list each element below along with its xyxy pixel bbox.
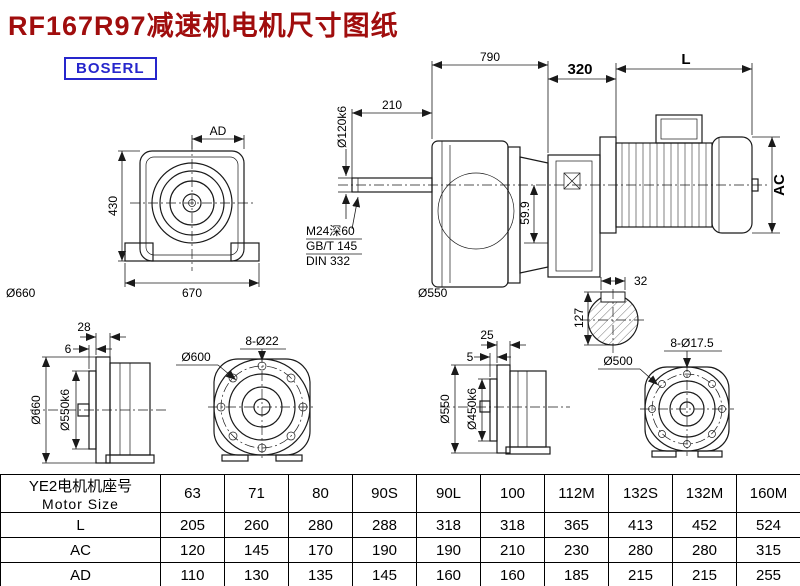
dim-row-label: AD <box>0 562 161 586</box>
size-value-cell: 365 <box>544 512 609 538</box>
size-value-cell: 160 <box>480 562 545 586</box>
dim-660-flange: Ø660 <box>29 395 43 425</box>
dim-28: 28 <box>77 320 91 334</box>
size-value-cell: 120 <box>160 537 225 563</box>
size-value-cell: 524 <box>736 512 800 538</box>
dim-550k6: Ø550k6 <box>58 389 72 431</box>
flange-face-view-1: Ø600 8-Ø22 <box>176 334 316 462</box>
size-col-header: 90L <box>416 474 481 513</box>
motor-size-table: YE2电机机座号 Motor Size 63 71 80 90S 90L 100… <box>0 474 800 586</box>
size-col-header: 160M <box>736 474 800 513</box>
size-value-cell: 215 <box>672 562 737 586</box>
size-col-header: 112M <box>544 474 609 513</box>
size-value-cell: 160 <box>416 562 481 586</box>
size-value-cell: 190 <box>416 537 481 563</box>
size-col-header: 100 <box>480 474 545 513</box>
dim-L: L <box>681 51 690 68</box>
size-col-header: 90S <box>352 474 417 513</box>
size-col-header: 132M <box>672 474 737 513</box>
dim-550-side: Ø550 <box>418 286 448 300</box>
table-header-motor-size: YE2电机机座号 Motor Size <box>0 474 161 513</box>
size-value-cell: 205 <box>160 512 225 538</box>
size-value-cell: 210 <box>480 537 545 563</box>
dim-ad: AD <box>210 124 227 138</box>
dim-AC: AC <box>771 174 788 196</box>
size-value-cell: 413 <box>608 512 673 538</box>
dim-660-front: Ø660 <box>6 286 36 300</box>
size-value-cell: 110 <box>160 562 225 586</box>
dim-210: 210 <box>382 98 402 112</box>
size-col-header: 80 <box>288 474 353 513</box>
table-row-AC: AC 120 145 170 190 190 210 230 280 280 3… <box>0 537 800 563</box>
size-value-cell: 190 <box>352 537 417 563</box>
flange-side-view-2: 25 5 Ø550 Ø450k6 <box>438 328 570 455</box>
dim-320: 320 <box>567 61 592 78</box>
table-row-AD: AD 110 130 135 145 160 160 185 215 215 2… <box>0 562 800 586</box>
dim-430: 430 <box>106 196 120 216</box>
size-value-cell: 185 <box>544 562 609 586</box>
motor-dimensions: 320 L AC <box>548 51 788 234</box>
size-value-cell: 452 <box>672 512 737 538</box>
dim-790: 790 <box>480 50 500 64</box>
size-value-cell: 260 <box>224 512 289 538</box>
size-value-cell: 230 <box>544 537 609 563</box>
size-value-cell: 145 <box>352 562 417 586</box>
gearbox-motor-side-view: 790 210 Ø120k6 M24深60 GB/T 145 DIN 332 5… <box>306 50 770 300</box>
table-row-L: L 205 260 280 288 318 318 365 413 452 52… <box>0 512 800 538</box>
dimension-drawing: AD 430 670 Ø660 <box>6 50 788 464</box>
size-value-cell: 130 <box>224 562 289 586</box>
size-value-cell: 280 <box>672 537 737 563</box>
size-value-cell: 280 <box>608 537 673 563</box>
dim-row-label: L <box>0 512 161 538</box>
size-value-cell: 255 <box>736 562 800 586</box>
size-col-header: 63 <box>160 474 225 513</box>
dim-row-label: AC <box>0 537 161 563</box>
gearbox-front-view: AD 430 670 Ø660 <box>6 124 260 300</box>
size-col-header: 71 <box>224 474 289 513</box>
size-value-cell: 170 <box>288 537 353 563</box>
dim-25: 25 <box>480 328 494 342</box>
boserl-logo-text: BOSERL <box>76 60 145 77</box>
dim-450k6: Ø450k6 <box>465 388 479 430</box>
boserl-logo: BOSERL <box>64 57 157 80</box>
table-header-en: Motor Size <box>42 496 119 512</box>
size-value-cell: 315 <box>736 537 800 563</box>
dim-8x17-5-holes: 8-Ø17.5 <box>670 336 714 350</box>
dim-32: 32 <box>634 274 648 288</box>
shaft-key-section: 32 127 <box>572 274 648 353</box>
dim-670: 670 <box>182 286 202 300</box>
note-m24: M24深60 <box>306 224 355 238</box>
size-value-cell: 135 <box>288 562 353 586</box>
flange-side-view-1: 28 6 Ø660 Ø550k6 <box>29 320 168 464</box>
size-value-cell: 215 <box>608 562 673 586</box>
dim-shaft-diameter: Ø120k6 <box>335 106 349 148</box>
table-header-cn: YE2电机机座号 <box>28 478 133 495</box>
note-din332: DIN 332 <box>306 254 350 268</box>
note-gbt145: GB/T 145 <box>306 239 357 253</box>
size-value-cell: 318 <box>480 512 545 538</box>
size-value-cell: 280 <box>288 512 353 538</box>
size-value-cell: 318 <box>416 512 481 538</box>
dim-59-9: 59.9 <box>518 201 532 225</box>
flange-face-view-2: Ø500 8-Ø17.5 <box>598 336 734 458</box>
size-value-cell: 145 <box>224 537 289 563</box>
dim-6: 6 <box>65 342 72 356</box>
size-col-header: 132S <box>608 474 673 513</box>
dim-550-flange2: Ø550 <box>438 394 452 424</box>
page-title: RF167R97减速机电机尺寸图纸 <box>8 11 399 41</box>
dim-500: Ø500 <box>603 354 633 368</box>
table-header-row: YE2电机机座号 Motor Size 63 71 80 90S 90L 100… <box>0 474 800 513</box>
dim-8x22-holes: 8-Ø22 <box>245 334 279 348</box>
dim-600: Ø600 <box>181 350 211 364</box>
dim-5: 5 <box>467 350 474 364</box>
size-value-cell: 288 <box>352 512 417 538</box>
dim-127: 127 <box>572 308 586 328</box>
